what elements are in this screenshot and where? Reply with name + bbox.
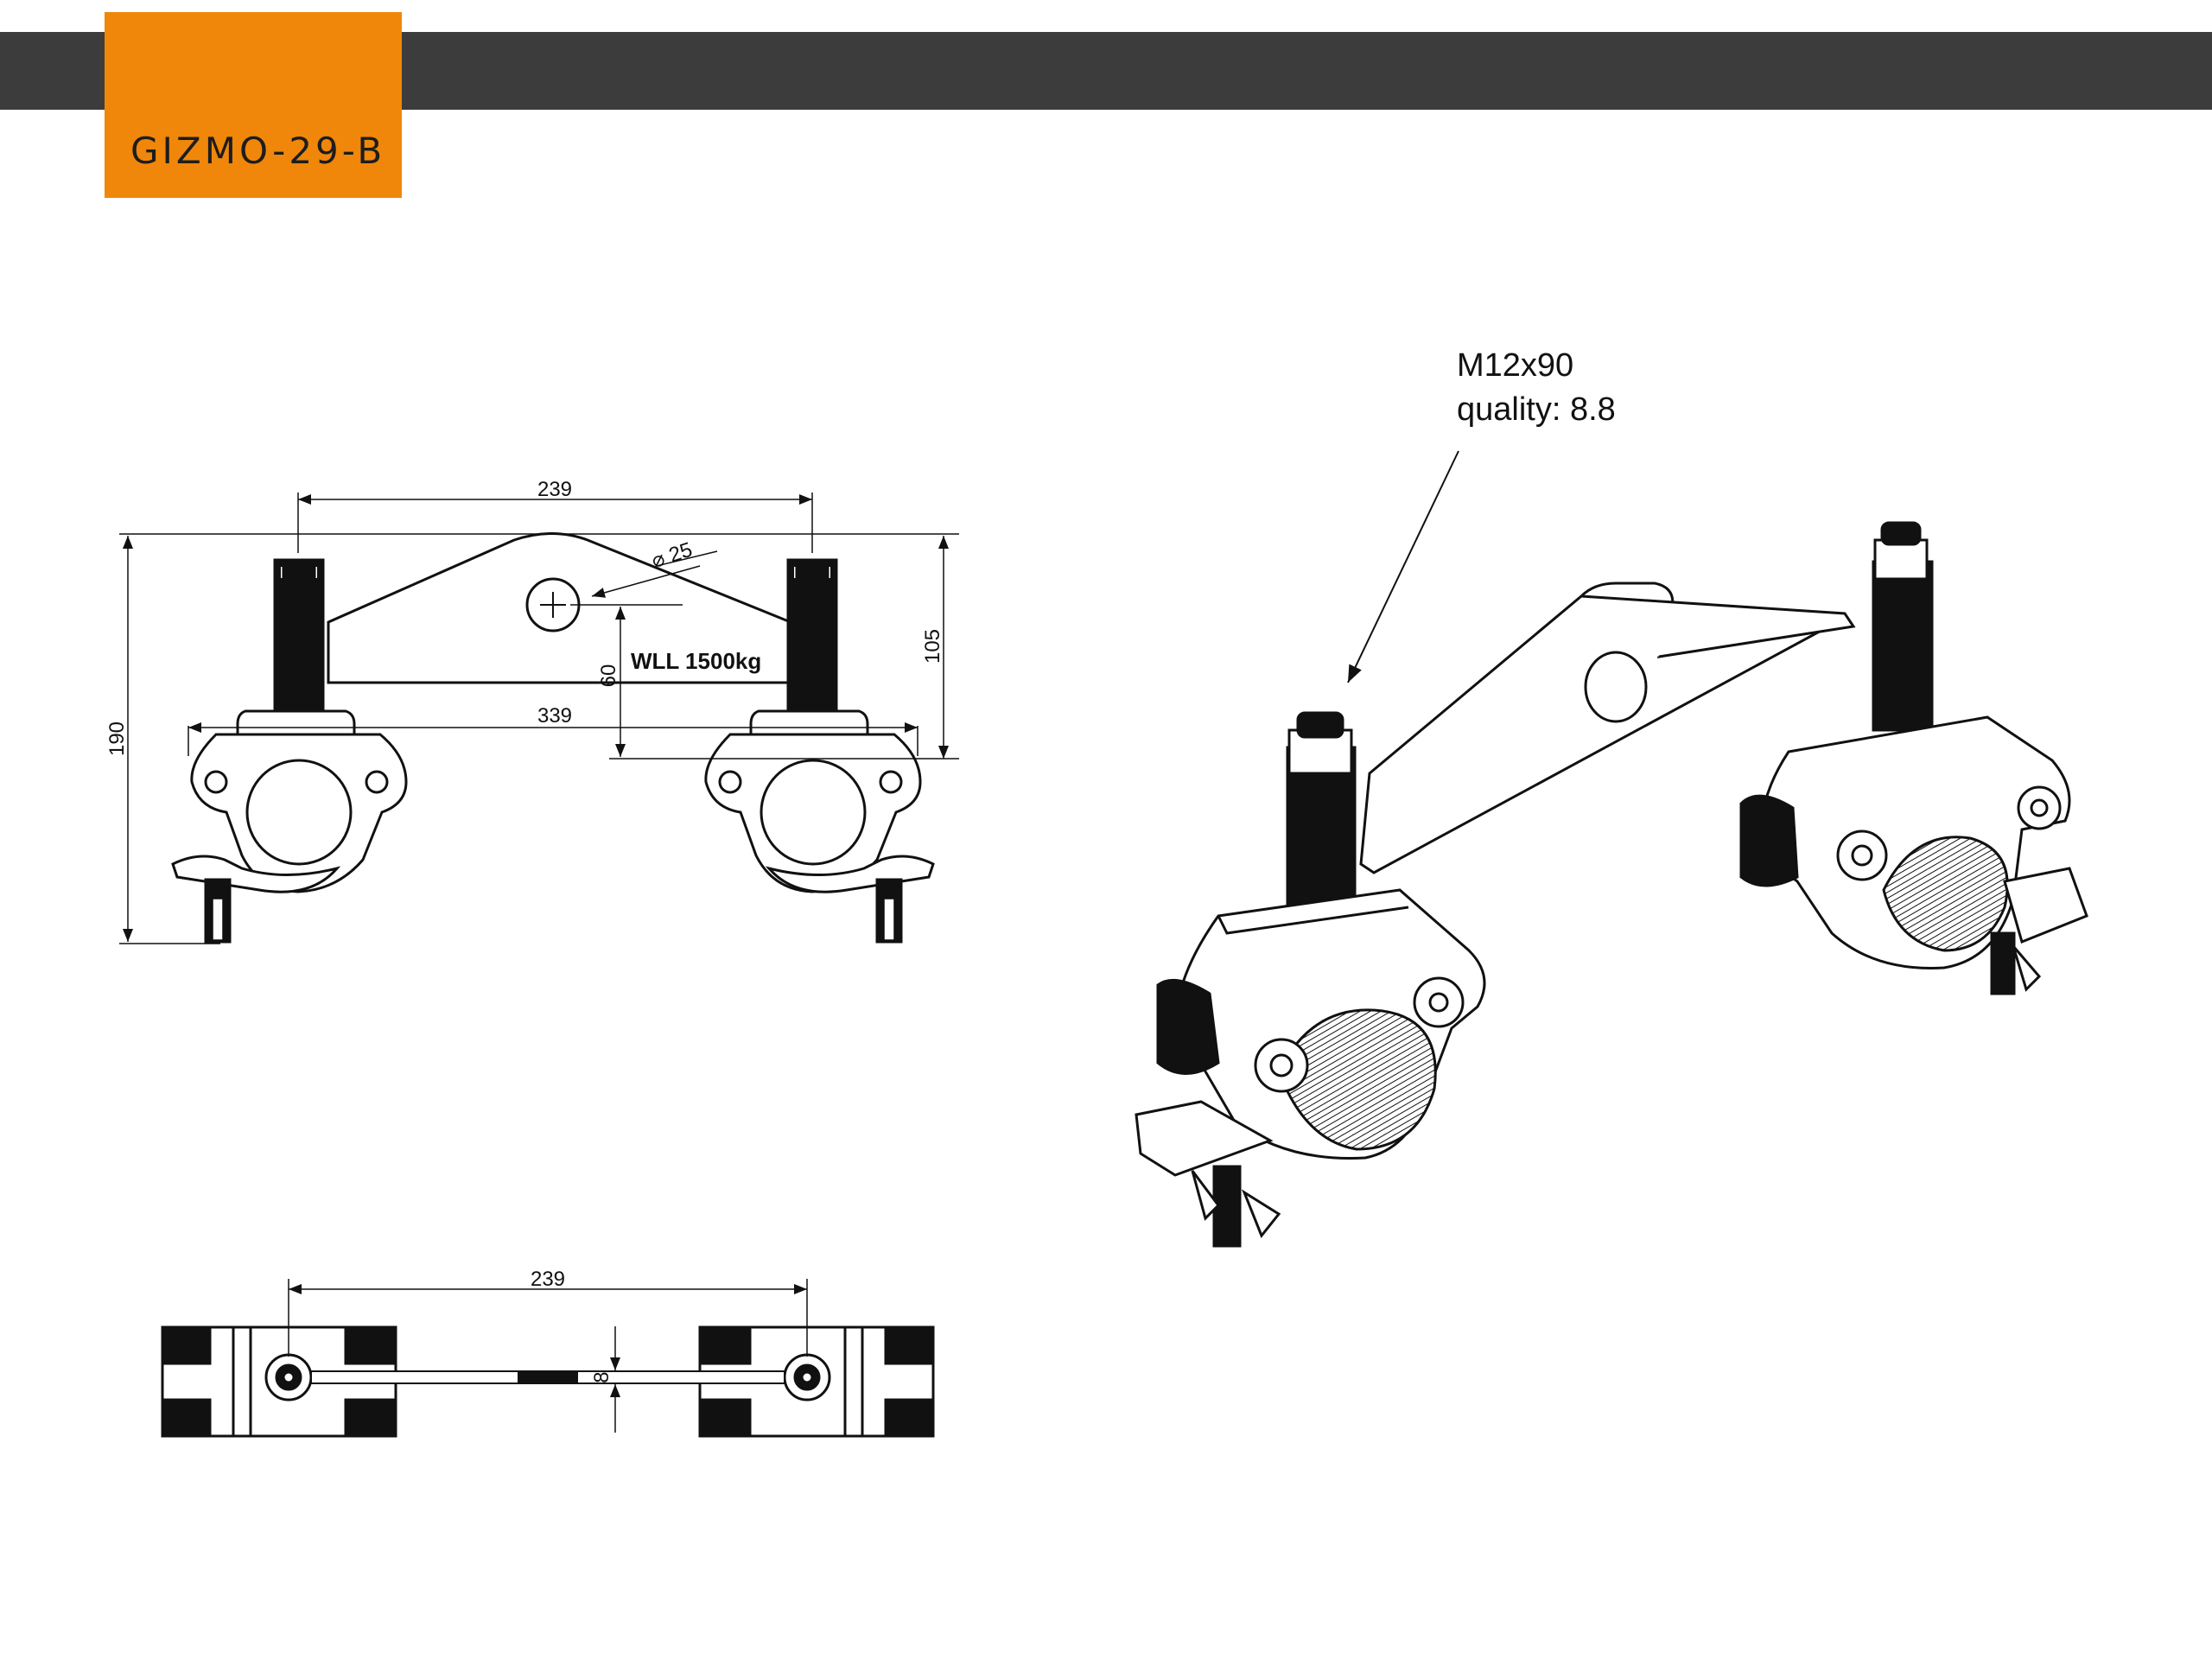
iso-front-clamp	[1135, 888, 1486, 1248]
iso-view	[1135, 521, 2088, 1248]
right-clamp	[704, 733, 935, 944]
product-tag: GIZMO-29-B	[105, 12, 402, 198]
dim-hole-diameter: ⌀ 25	[649, 538, 696, 573]
dim-hole-height: 60	[597, 664, 620, 688]
dim-overall-width: 339	[537, 704, 572, 728]
bolt-spec: M12x90	[1457, 347, 1573, 384]
left-clamp	[171, 733, 408, 944]
dim-bolt-spacing: 239	[537, 478, 572, 501]
iso-back-clamp	[1739, 715, 2088, 995]
load-rating: WLL 1500kg	[631, 648, 761, 674]
product-code: GIZMO-29-B	[130, 130, 386, 172]
top-dimensions	[288, 1279, 808, 1433]
bolt-quality: quality: 8.8	[1457, 391, 1616, 428]
dim-plate-thickness: 8	[590, 1371, 613, 1382]
dim-upper-height: 105	[921, 629, 944, 664]
top-view	[161, 1325, 935, 1438]
front-view	[171, 532, 935, 944]
dim-top-bolt-spacing: 239	[531, 1268, 565, 1291]
front-dimensions	[119, 493, 959, 944]
bolt-leader-line	[1347, 450, 1459, 683]
dim-total-height: 190	[105, 721, 129, 756]
